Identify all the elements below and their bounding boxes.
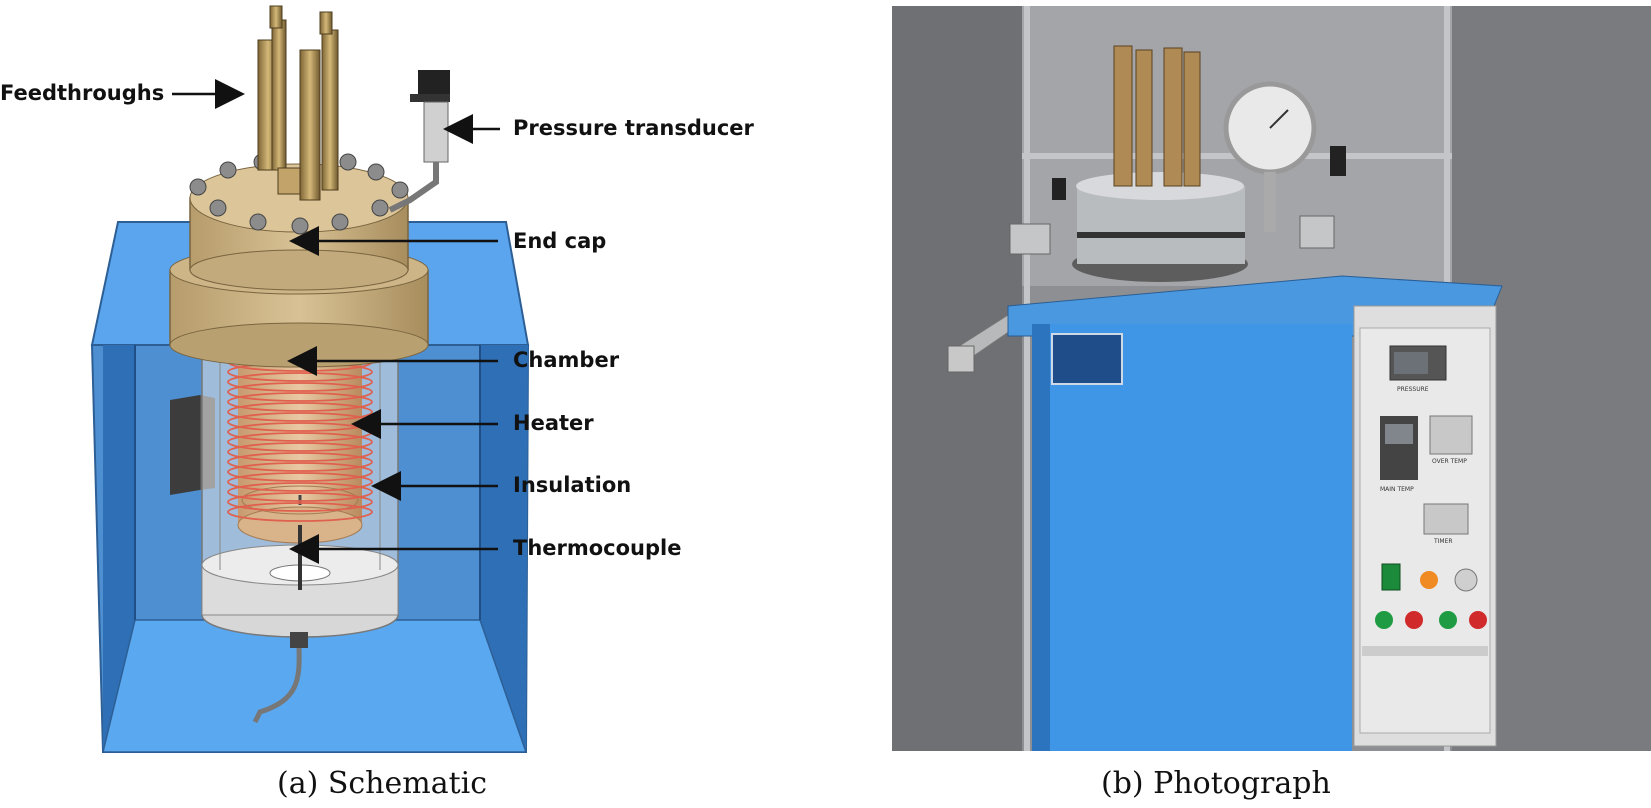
- panel-label-timer: TIMER: [1434, 538, 1453, 545]
- caption-photograph: (b) Photograph: [1101, 766, 1331, 801]
- end-cap: [169, 153, 429, 368]
- heater-coil-ring: [227, 442, 373, 462]
- heater-coil-ring: [227, 492, 373, 512]
- photograph-image: [892, 6, 1651, 751]
- panel-label-over-temp: OVER TEMP: [1432, 458, 1467, 465]
- schematic-drawing: [90, 5, 530, 753]
- photograph-panel: PRESSURE OVER TEMP MAIN TEMP TIMER: [892, 6, 1651, 751]
- heater-coil-ring: [227, 452, 373, 472]
- heater-coil-ring: [227, 502, 373, 522]
- panel-label-main-temp: MAIN TEMP: [1380, 486, 1414, 493]
- label-chamber: Chamber: [513, 348, 620, 372]
- annotation-arrows: [172, 79, 500, 564]
- label-pressure-transducer: Pressure transducer: [513, 116, 754, 140]
- schematic-panel: Feedthroughs Pressure transducer End cap…: [0, 0, 820, 808]
- feedthroughs: [257, 5, 339, 201]
- label-feedthroughs: Feedthroughs: [0, 81, 165, 105]
- label-insulation: Insulation: [513, 473, 632, 497]
- label-heater: Heater: [513, 411, 594, 435]
- caption-schematic: (a) Schematic: [277, 766, 488, 801]
- heater-coil-ring: [227, 432, 373, 452]
- panel-label-pressure: PRESSURE: [1397, 386, 1429, 393]
- heater-coil-ring: [227, 392, 373, 412]
- label-thermocouple: Thermocouple: [513, 536, 682, 560]
- bottom-fitting: [252, 632, 308, 724]
- label-end-cap: End cap: [513, 229, 607, 253]
- heater-coil-ring: [227, 382, 373, 402]
